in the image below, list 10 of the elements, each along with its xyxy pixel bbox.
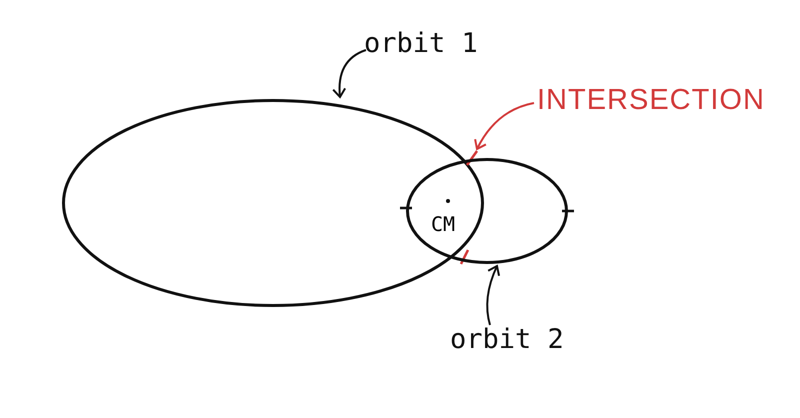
orbit-ellipse	[406, 158, 568, 264]
callout-label: INTERSECTION	[537, 86, 765, 115]
orbit-ellipse	[62, 99, 484, 307]
leader-arrow	[332, 49, 366, 98]
leader-arrow	[474, 102, 534, 150]
intersection-mark	[465, 150, 479, 166]
orbit-label: orbit 1	[364, 30, 478, 57]
point-label: CM	[431, 214, 456, 234]
leader-arrow	[486, 265, 500, 326]
orbit-label: orbit 2	[450, 326, 564, 353]
